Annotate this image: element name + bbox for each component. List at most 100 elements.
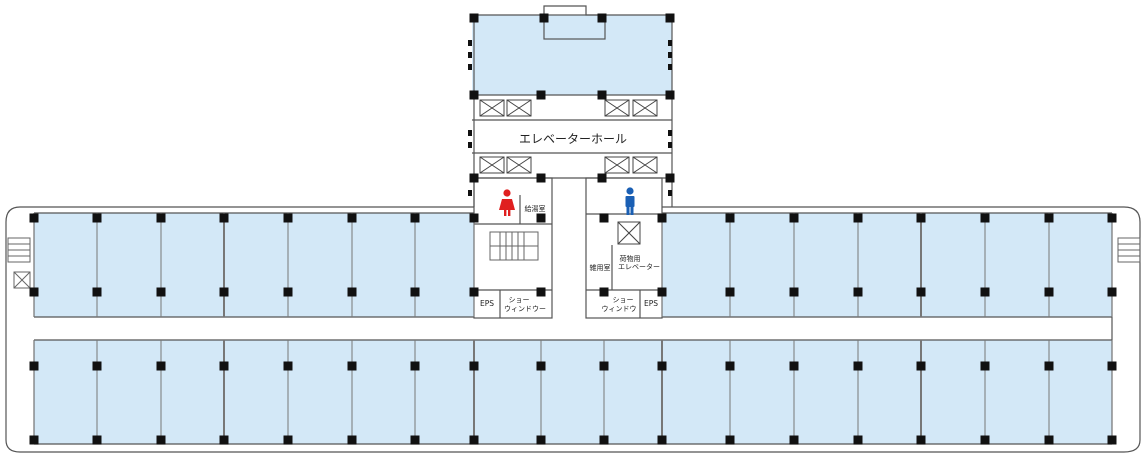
column	[853, 361, 863, 371]
column	[539, 13, 549, 23]
columns	[29, 13, 1117, 445]
column	[469, 435, 479, 445]
east-wing-outline	[474, 206, 1141, 453]
column	[469, 13, 479, 23]
elevator-x-line	[604, 99, 630, 117]
wall-tick	[668, 40, 672, 46]
column	[599, 287, 609, 297]
column	[853, 213, 863, 223]
column	[469, 90, 479, 100]
grid-lines	[33, 213, 1113, 444]
column	[597, 173, 607, 183]
column	[410, 435, 420, 445]
column	[789, 213, 799, 223]
stairs-icon	[489, 231, 539, 261]
show-window-right-label-1: ショー	[613, 296, 634, 304]
column	[410, 361, 420, 371]
wall-tick	[468, 142, 472, 148]
column	[1107, 361, 1117, 371]
column	[599, 361, 609, 371]
column	[599, 435, 609, 445]
column	[789, 287, 799, 297]
column	[725, 287, 735, 297]
column	[1044, 361, 1054, 371]
column	[347, 435, 357, 445]
elevators	[479, 99, 658, 245]
office-south	[34, 340, 1112, 444]
column	[853, 435, 863, 445]
eps-right-label: EPS	[644, 299, 658, 308]
column	[1044, 213, 1054, 223]
column	[156, 435, 166, 445]
elevator-x-line	[604, 156, 630, 174]
west-wing-outline	[5, 206, 474, 453]
column	[536, 213, 546, 223]
column	[725, 361, 735, 371]
column	[980, 287, 990, 297]
column	[536, 287, 546, 297]
column	[283, 287, 293, 297]
column	[410, 213, 420, 223]
column	[347, 361, 357, 371]
column	[657, 287, 667, 297]
stairs-west-icon	[7, 237, 31, 289]
column	[347, 287, 357, 297]
column	[92, 213, 102, 223]
zatsuyoshitsu-label: 雑用室	[590, 263, 611, 272]
column	[29, 361, 39, 371]
column	[156, 361, 166, 371]
column	[469, 213, 479, 223]
elevator-x-line	[479, 156, 505, 174]
column	[469, 361, 479, 371]
elevator-x-line	[632, 156, 658, 174]
office-east-upper	[662, 213, 1112, 317]
show-window-left-label-2: ウィンドウー	[504, 305, 546, 313]
column	[283, 435, 293, 445]
column	[1044, 287, 1054, 297]
column	[536, 90, 546, 100]
column	[219, 435, 229, 445]
stairs-east-icon	[1117, 237, 1141, 263]
elevator-hall-label: エレベーターホール	[519, 132, 627, 146]
wall-tick	[668, 190, 672, 196]
column	[597, 13, 607, 23]
column	[1107, 287, 1117, 297]
freight-elevator-label-1: 荷物用	[620, 254, 641, 263]
column	[980, 361, 990, 371]
tower-notch	[543, 14, 606, 40]
column	[665, 13, 675, 23]
column	[536, 361, 546, 371]
column	[916, 435, 926, 445]
elevator-x-line	[479, 99, 505, 117]
wall-tick	[668, 64, 672, 70]
column	[219, 213, 229, 223]
column	[347, 213, 357, 223]
column	[1107, 213, 1117, 223]
office-west-upper	[34, 213, 474, 317]
elevator-x-line	[632, 99, 658, 117]
wall-tick	[668, 142, 672, 148]
wall-tick	[468, 64, 472, 70]
elevator-x-line	[506, 99, 532, 117]
eps-left-label: EPS	[480, 299, 494, 308]
wall-tick	[468, 40, 472, 46]
column	[1044, 435, 1054, 445]
column	[665, 173, 675, 183]
office-north-tower	[472, 15, 672, 95]
column	[469, 173, 479, 183]
column	[665, 90, 675, 100]
column	[657, 435, 667, 445]
column	[29, 435, 39, 445]
wall-tick	[668, 130, 672, 136]
column	[29, 213, 39, 223]
column	[156, 213, 166, 223]
column	[599, 213, 609, 223]
column	[725, 213, 735, 223]
wall-tick	[668, 52, 672, 58]
column	[156, 287, 166, 297]
column	[980, 213, 990, 223]
column	[92, 435, 102, 445]
kyutoshitsu-label: 給湯室	[525, 204, 546, 213]
column	[597, 90, 607, 100]
